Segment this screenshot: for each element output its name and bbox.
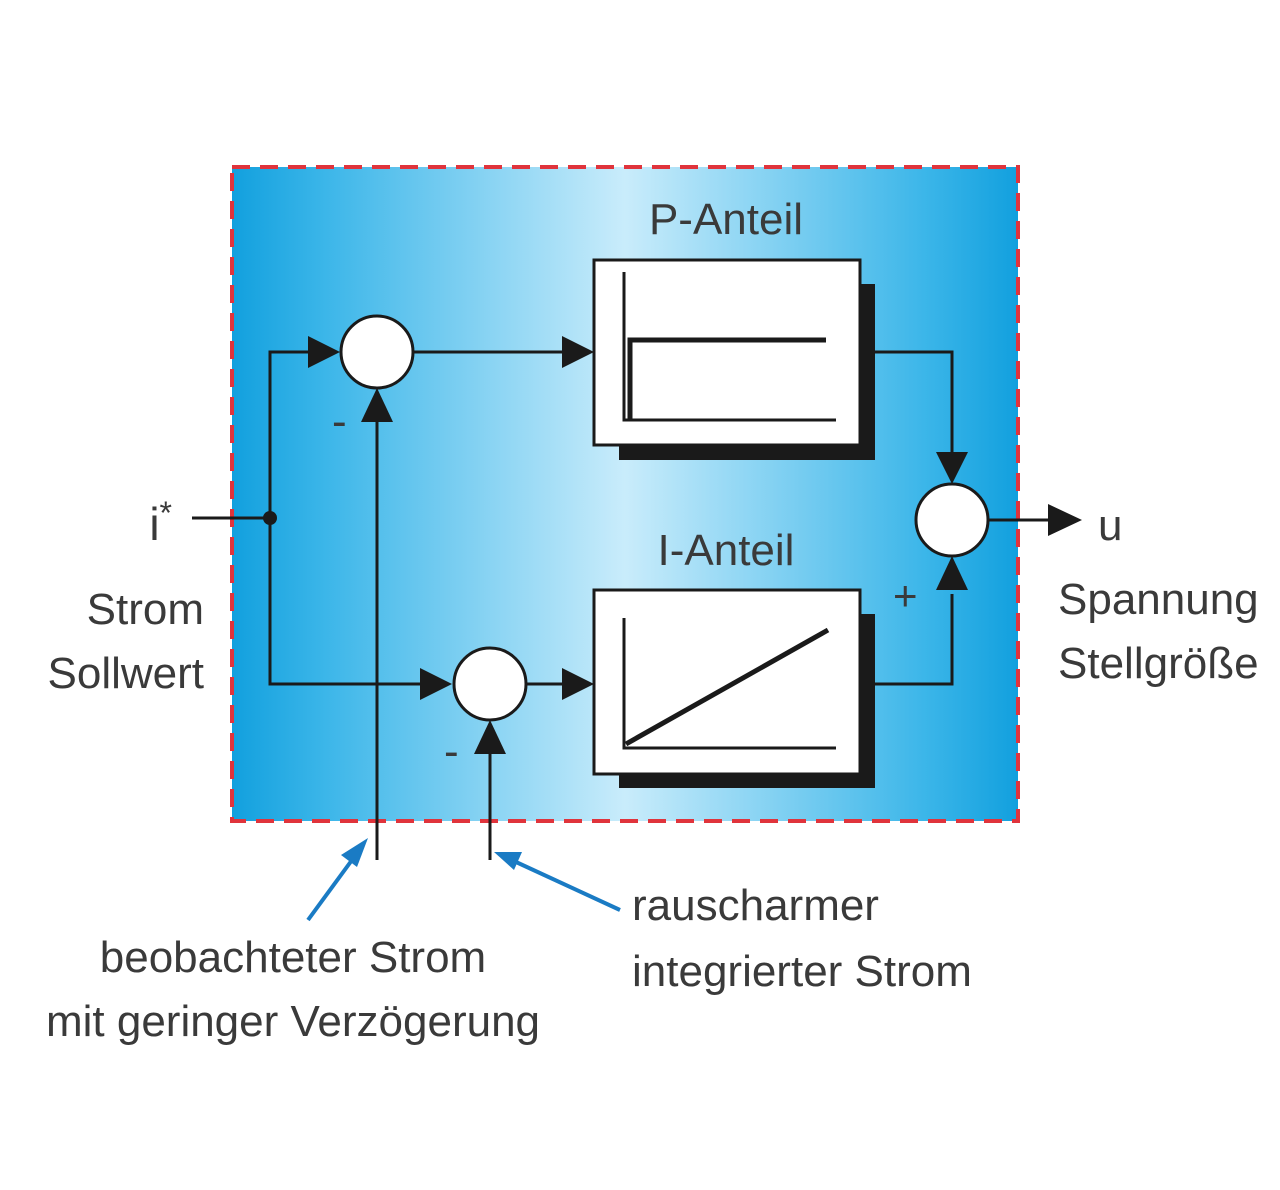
arrowhead-feedback-observed bbox=[361, 388, 393, 422]
sum-junction-p bbox=[339, 314, 415, 390]
feedback-observed-line2: mit geringer Verzögerung bbox=[46, 997, 540, 1046]
i-block-axes bbox=[622, 618, 836, 750]
i-block-ramp-curve bbox=[624, 627, 830, 747]
controller-frame bbox=[230, 165, 1020, 823]
p-block-step-curve bbox=[627, 337, 826, 420]
pointer-integrated-arrowhead bbox=[494, 852, 522, 870]
input-symbol: i* bbox=[149, 495, 172, 550]
p-block-axes bbox=[622, 272, 836, 422]
arrowhead-p-sum bbox=[308, 336, 340, 368]
sign-p-minus: - bbox=[332, 397, 347, 446]
feedback-integrated-line2: integrierter Strom bbox=[632, 947, 972, 996]
p-block bbox=[592, 258, 862, 447]
arrowhead-i-sum bbox=[420, 668, 452, 700]
pointer-integrated-arrow bbox=[515, 860, 621, 912]
arrowhead-output bbox=[1048, 504, 1082, 536]
sum-junction-output bbox=[914, 482, 990, 558]
pointer-observed-arrow bbox=[306, 858, 354, 922]
sign-i-minus: - bbox=[444, 727, 459, 776]
arrowhead-out-sum-top bbox=[936, 452, 968, 484]
p-block-title: P-Anteil bbox=[649, 195, 803, 244]
pointer-observed-arrowhead bbox=[341, 838, 368, 867]
output-label-line2: Stellgröße bbox=[1058, 639, 1259, 688]
wire-to-i-sum bbox=[268, 518, 420, 686]
i-block bbox=[592, 588, 862, 776]
feedback-integrated-line1: rauscharmer bbox=[632, 881, 879, 930]
sign-out-plus: + bbox=[893, 572, 918, 619]
input-label-line2: Sollwert bbox=[48, 649, 205, 698]
output-label-line1: Spannung bbox=[1058, 575, 1259, 624]
i-block-title: I-Anteil bbox=[658, 526, 795, 575]
arrowhead-out-sum-bottom bbox=[936, 556, 968, 590]
arrowhead-feedback-integrated bbox=[474, 720, 506, 754]
feedback-observed-line1: beobachteter Strom bbox=[100, 933, 486, 982]
output-symbol: u bbox=[1098, 501, 1122, 550]
wire-i-to-out-sum bbox=[875, 594, 954, 686]
arrowhead-i-block bbox=[562, 668, 594, 700]
wire-to-p-sum bbox=[268, 350, 310, 518]
arrowhead-p-block bbox=[562, 336, 594, 368]
sum-junction-i bbox=[452, 646, 528, 722]
input-label-line1: Strom bbox=[87, 585, 204, 634]
wire-p-to-out-sum bbox=[875, 350, 954, 452]
